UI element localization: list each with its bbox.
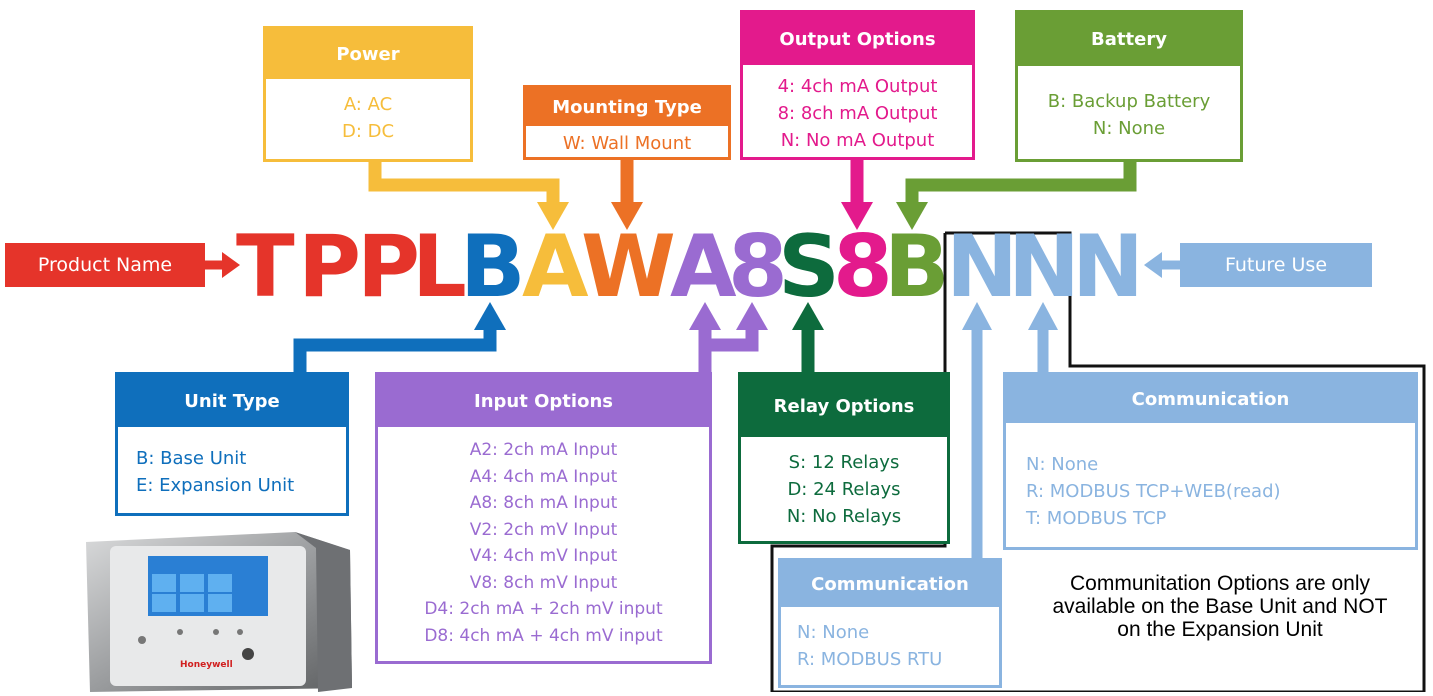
mounting-type-box: Mounting Type W: Wall Mount [523, 85, 731, 160]
relay-arrowhead [792, 302, 824, 330]
output-options-item: 8: 8ch mA Output [777, 103, 938, 124]
relay-options-item: D: 24 Relays [787, 479, 901, 500]
future-arrowhead [1144, 252, 1162, 278]
communication-item-a: R: MODBUS TCP+WEB(read) [1026, 481, 1281, 502]
code-char: W [581, 217, 676, 317]
communication-item-a: N: None [1026, 454, 1099, 475]
code-char: S [778, 217, 840, 317]
base-unit-outline [770, 231, 1426, 692]
relay-options-item: N: No Relays [786, 506, 902, 527]
unit-type-arrowhead [474, 302, 506, 330]
unit-type-item: E: Expansion Unit [136, 475, 295, 496]
input-options-item: A8: 8ch mA Input [469, 493, 618, 513]
input-options-item: V2: 2ch mV Input [469, 519, 618, 540]
power-arrowhead [537, 202, 569, 230]
input-options-box: Input Options A2: 2ch mA Input A4: 4ch m… [375, 372, 712, 664]
power-connector [368, 162, 560, 205]
output-options-item: N: No mA Output [780, 130, 935, 151]
output-options-item: 4: 4ch mA Output [777, 76, 938, 97]
output-arrowhead [841, 202, 873, 230]
future-use-label: Future Use [1180, 243, 1372, 287]
code-char: A [522, 217, 589, 317]
code-char: A [670, 217, 737, 317]
communication-title-a: Communication [1006, 375, 1415, 423]
communication-item-a: T: MODBUS TCP [1026, 508, 1167, 529]
code-char: P [298, 217, 361, 317]
product-name-label: Product Name [5, 243, 205, 287]
power-box: Power A: AC D: DC [263, 26, 473, 162]
battery-connector [905, 162, 1137, 205]
unit-type-item: B: Base Unit [136, 448, 247, 469]
input-connector [698, 325, 759, 372]
relay-options-title: Relay Options [741, 375, 947, 437]
communication-title-b: Communication [781, 561, 999, 607]
unit-type-title: Unit Type [118, 375, 346, 427]
code-char: T [236, 217, 295, 317]
communication-item-b: N: None [797, 622, 870, 643]
input-arrowhead-1 [689, 302, 721, 330]
mounting-type-title: Mounting Type [526, 88, 728, 126]
communication-box-b: Communication N: None R: MODBUS RTU [778, 558, 1002, 688]
code-char: 8 [728, 217, 788, 317]
power-title: Power [266, 29, 470, 79]
code-char: N [946, 217, 1018, 317]
power-item: D: DC [341, 121, 395, 142]
input-arrowhead-2 [736, 302, 768, 330]
device-brand: Honeywell [180, 660, 233, 670]
code-char: N [1072, 217, 1144, 317]
relay-options-item: S: 12 Relays [788, 452, 900, 473]
mounting-arrowhead [611, 202, 643, 230]
product-arrowhead [222, 252, 240, 278]
input-options-item: V4: 4ch mV Input [469, 546, 618, 566]
battery-title: Battery [1018, 13, 1240, 66]
unit-type-box: Unit Type B: Base Unit E: Expansion Unit [115, 372, 349, 516]
battery-box: Battery B: Backup Battery N: None [1015, 10, 1243, 162]
availability-note: Communitation Options are only available… [1052, 572, 1388, 641]
device-image: Honeywell [80, 528, 355, 692]
comm-b-arrowhead [962, 302, 992, 330]
input-options-item: A2: 2ch mA Input [469, 440, 618, 460]
power-item: A: AC [343, 94, 393, 115]
input-options-item: D8: 4ch mA + 4ch mV input [424, 625, 663, 646]
input-options-item: D4: 2ch mA + 2ch mV input [424, 599, 663, 619]
battery-arrowhead [896, 202, 928, 230]
mounting-type-item: W: Wall Mount [562, 133, 692, 154]
communication-box-a: Communication N: None R: MODBUS TCP+WEB(… [1003, 372, 1418, 550]
relay-options-box: Relay Options S: 12 Relays D: 24 Relays … [738, 372, 950, 544]
communication-item-b: R: MODBUS RTU [797, 649, 943, 670]
battery-item: N: None [1092, 118, 1166, 139]
input-options-item: A4: 4ch mA Input [469, 466, 618, 487]
code-char: 8 [833, 217, 893, 317]
input-options-title: Input Options [378, 375, 709, 427]
code-char: B [884, 217, 950, 317]
input-options-item: V8: 8ch mV Input [469, 572, 618, 593]
code-char: P [357, 217, 420, 317]
output-options-title: Output Options [743, 13, 972, 65]
output-options-box: Output Options 4: 4ch mA Output 8: 8ch m… [740, 10, 975, 160]
battery-item: B: Backup Battery [1047, 91, 1211, 112]
code-char: N [1008, 217, 1080, 317]
unit-type-connector [293, 325, 497, 372]
code-char: B [460, 217, 526, 317]
comm-a-arrowhead [1028, 302, 1058, 330]
code-char: L [412, 217, 467, 317]
